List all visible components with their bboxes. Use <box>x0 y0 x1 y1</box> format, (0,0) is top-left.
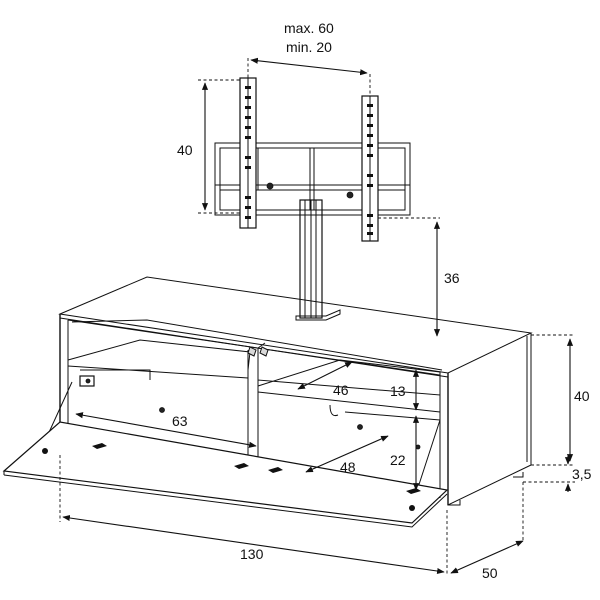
cabinet <box>2 276 533 528</box>
label-tv-clearance: 36 <box>444 270 460 286</box>
label-total-width: 130 <box>240 546 264 562</box>
cable-hole <box>329 404 339 416</box>
bracket-knob-right <box>346 191 354 199</box>
cabinet-top <box>58 276 533 374</box>
label-bracket-max: max. 60 <box>284 20 334 36</box>
dim-upper-depth: 46 <box>297 361 353 398</box>
dim-upper-height: 13 <box>390 369 420 411</box>
dim-foot-height: 3,5 <box>523 456 592 492</box>
label-compartment-width: 63 <box>172 413 188 429</box>
label-lower-height: 22 <box>390 452 406 468</box>
label-cabinet-height: 40 <box>574 388 590 404</box>
label-upper-height: 13 <box>390 383 406 399</box>
label-lower-depth: 48 <box>340 459 356 475</box>
dim-bracket-height: 40 <box>177 79 240 214</box>
bracket-frame <box>214 142 411 216</box>
dim-lower-depth: 48 <box>305 435 389 475</box>
door-stay-pin <box>42 448 48 454</box>
dim-total-depth: 50 <box>450 482 524 581</box>
tv-bracket <box>214 77 411 321</box>
cabinet-divider <box>247 348 259 470</box>
left-shelf <box>67 339 251 371</box>
bracket-base <box>295 309 341 321</box>
label-total-depth: 50 <box>482 565 498 581</box>
dim-lower-height: 22 <box>390 415 420 491</box>
bracket-knob-left <box>266 182 274 190</box>
label-foot-height: 3,5 <box>572 466 592 482</box>
label-bracket-height: 40 <box>177 142 193 158</box>
cabinet-foot <box>448 500 461 506</box>
dim-total-width: 130 <box>59 455 448 575</box>
hinge <box>247 346 257 357</box>
dim-tv-clearance: 36 <box>378 217 460 337</box>
drop-down-door <box>2 421 449 524</box>
label-bracket-min: min. 20 <box>286 39 332 55</box>
dim-compartment-width: 63 <box>75 412 257 448</box>
dim-bracket-width: max. 60 min. 20 <box>247 20 371 96</box>
label-upper-depth: 46 <box>333 382 349 398</box>
dim-cabinet-height: 40 <box>531 334 590 466</box>
cabinet-side <box>447 333 532 506</box>
